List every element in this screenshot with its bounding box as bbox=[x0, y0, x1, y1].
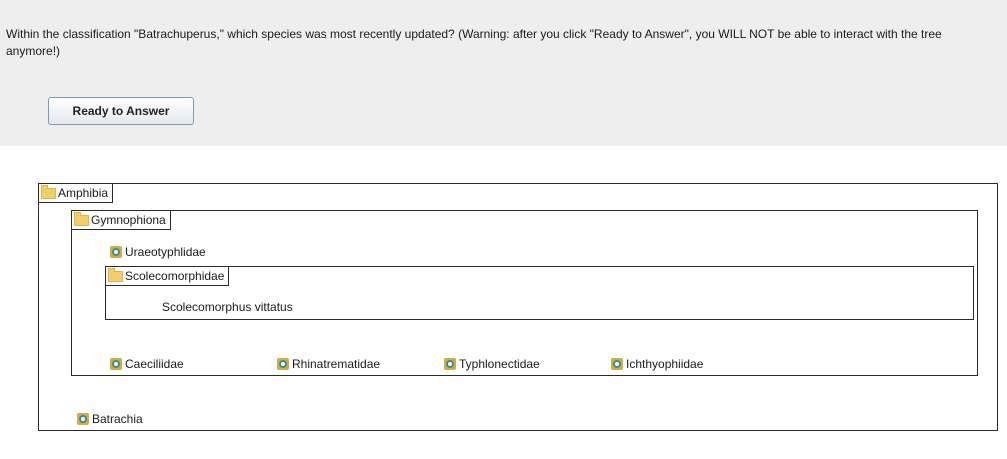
ready-to-answer-button[interactable]: Ready to Answer bbox=[48, 97, 194, 125]
tree-node-scolecomorphus-vittatus[interactable]: Scolecomorphus vittatus bbox=[162, 300, 293, 314]
leaf-node-icon bbox=[110, 246, 122, 258]
folder-icon bbox=[108, 267, 123, 282]
tree-node-label: Gymnophiona bbox=[91, 213, 166, 227]
leaf-node-icon bbox=[277, 358, 289, 370]
gymnophiona-container bbox=[71, 210, 978, 376]
tree-node-scolecomorphidae[interactable]: Scolecomorphidae bbox=[105, 266, 230, 286]
tree-node-label: Batrachia bbox=[92, 412, 143, 426]
leaf-node-icon bbox=[77, 413, 89, 425]
tree-node-label: Typhlonectidae bbox=[459, 357, 540, 371]
leaf-node-icon bbox=[444, 358, 456, 370]
scolecomorphidae-container bbox=[105, 266, 974, 320]
tree-node-label: Ichthyophiidae bbox=[626, 357, 704, 371]
folder-icon bbox=[74, 211, 89, 226]
tree-node-caeciliidae[interactable]: Caeciliidae bbox=[110, 354, 184, 374]
tree-node-uraeotyphlidae[interactable]: Uraeotyphlidae bbox=[110, 242, 206, 262]
folder-icon bbox=[41, 184, 56, 199]
amphibia-container bbox=[38, 183, 998, 431]
question-panel: Within the classification "Batrachuperus… bbox=[0, 0, 1007, 146]
tree-node-label: Caeciliidae bbox=[125, 357, 184, 371]
tree-node-label: Scolecomorphidae bbox=[125, 269, 225, 283]
tree-node-ichthyophiidae[interactable]: Ichthyophiidae bbox=[611, 354, 703, 374]
question-text: Within the classification "Batrachuperus… bbox=[6, 27, 942, 58]
tree-node-label: Uraeotyphlidae bbox=[125, 245, 206, 259]
tree-node-label: Amphibia bbox=[58, 186, 109, 200]
tree-node-typhlonectidae[interactable]: Typhlonectidae bbox=[444, 354, 540, 374]
tree-node-batrachia[interactable]: Batrachia bbox=[77, 409, 143, 429]
leaf-node-icon bbox=[110, 358, 122, 370]
leaf-node-icon bbox=[611, 358, 623, 370]
tree-node-label: Rhinatrematidae bbox=[292, 357, 381, 371]
tree-node-gymnophiona[interactable]: Gymnophiona bbox=[71, 210, 171, 230]
tree-node-amphibia[interactable]: Amphibia bbox=[38, 183, 114, 203]
tree-node-rhinatrematidae[interactable]: Rhinatrematidae bbox=[277, 354, 380, 374]
